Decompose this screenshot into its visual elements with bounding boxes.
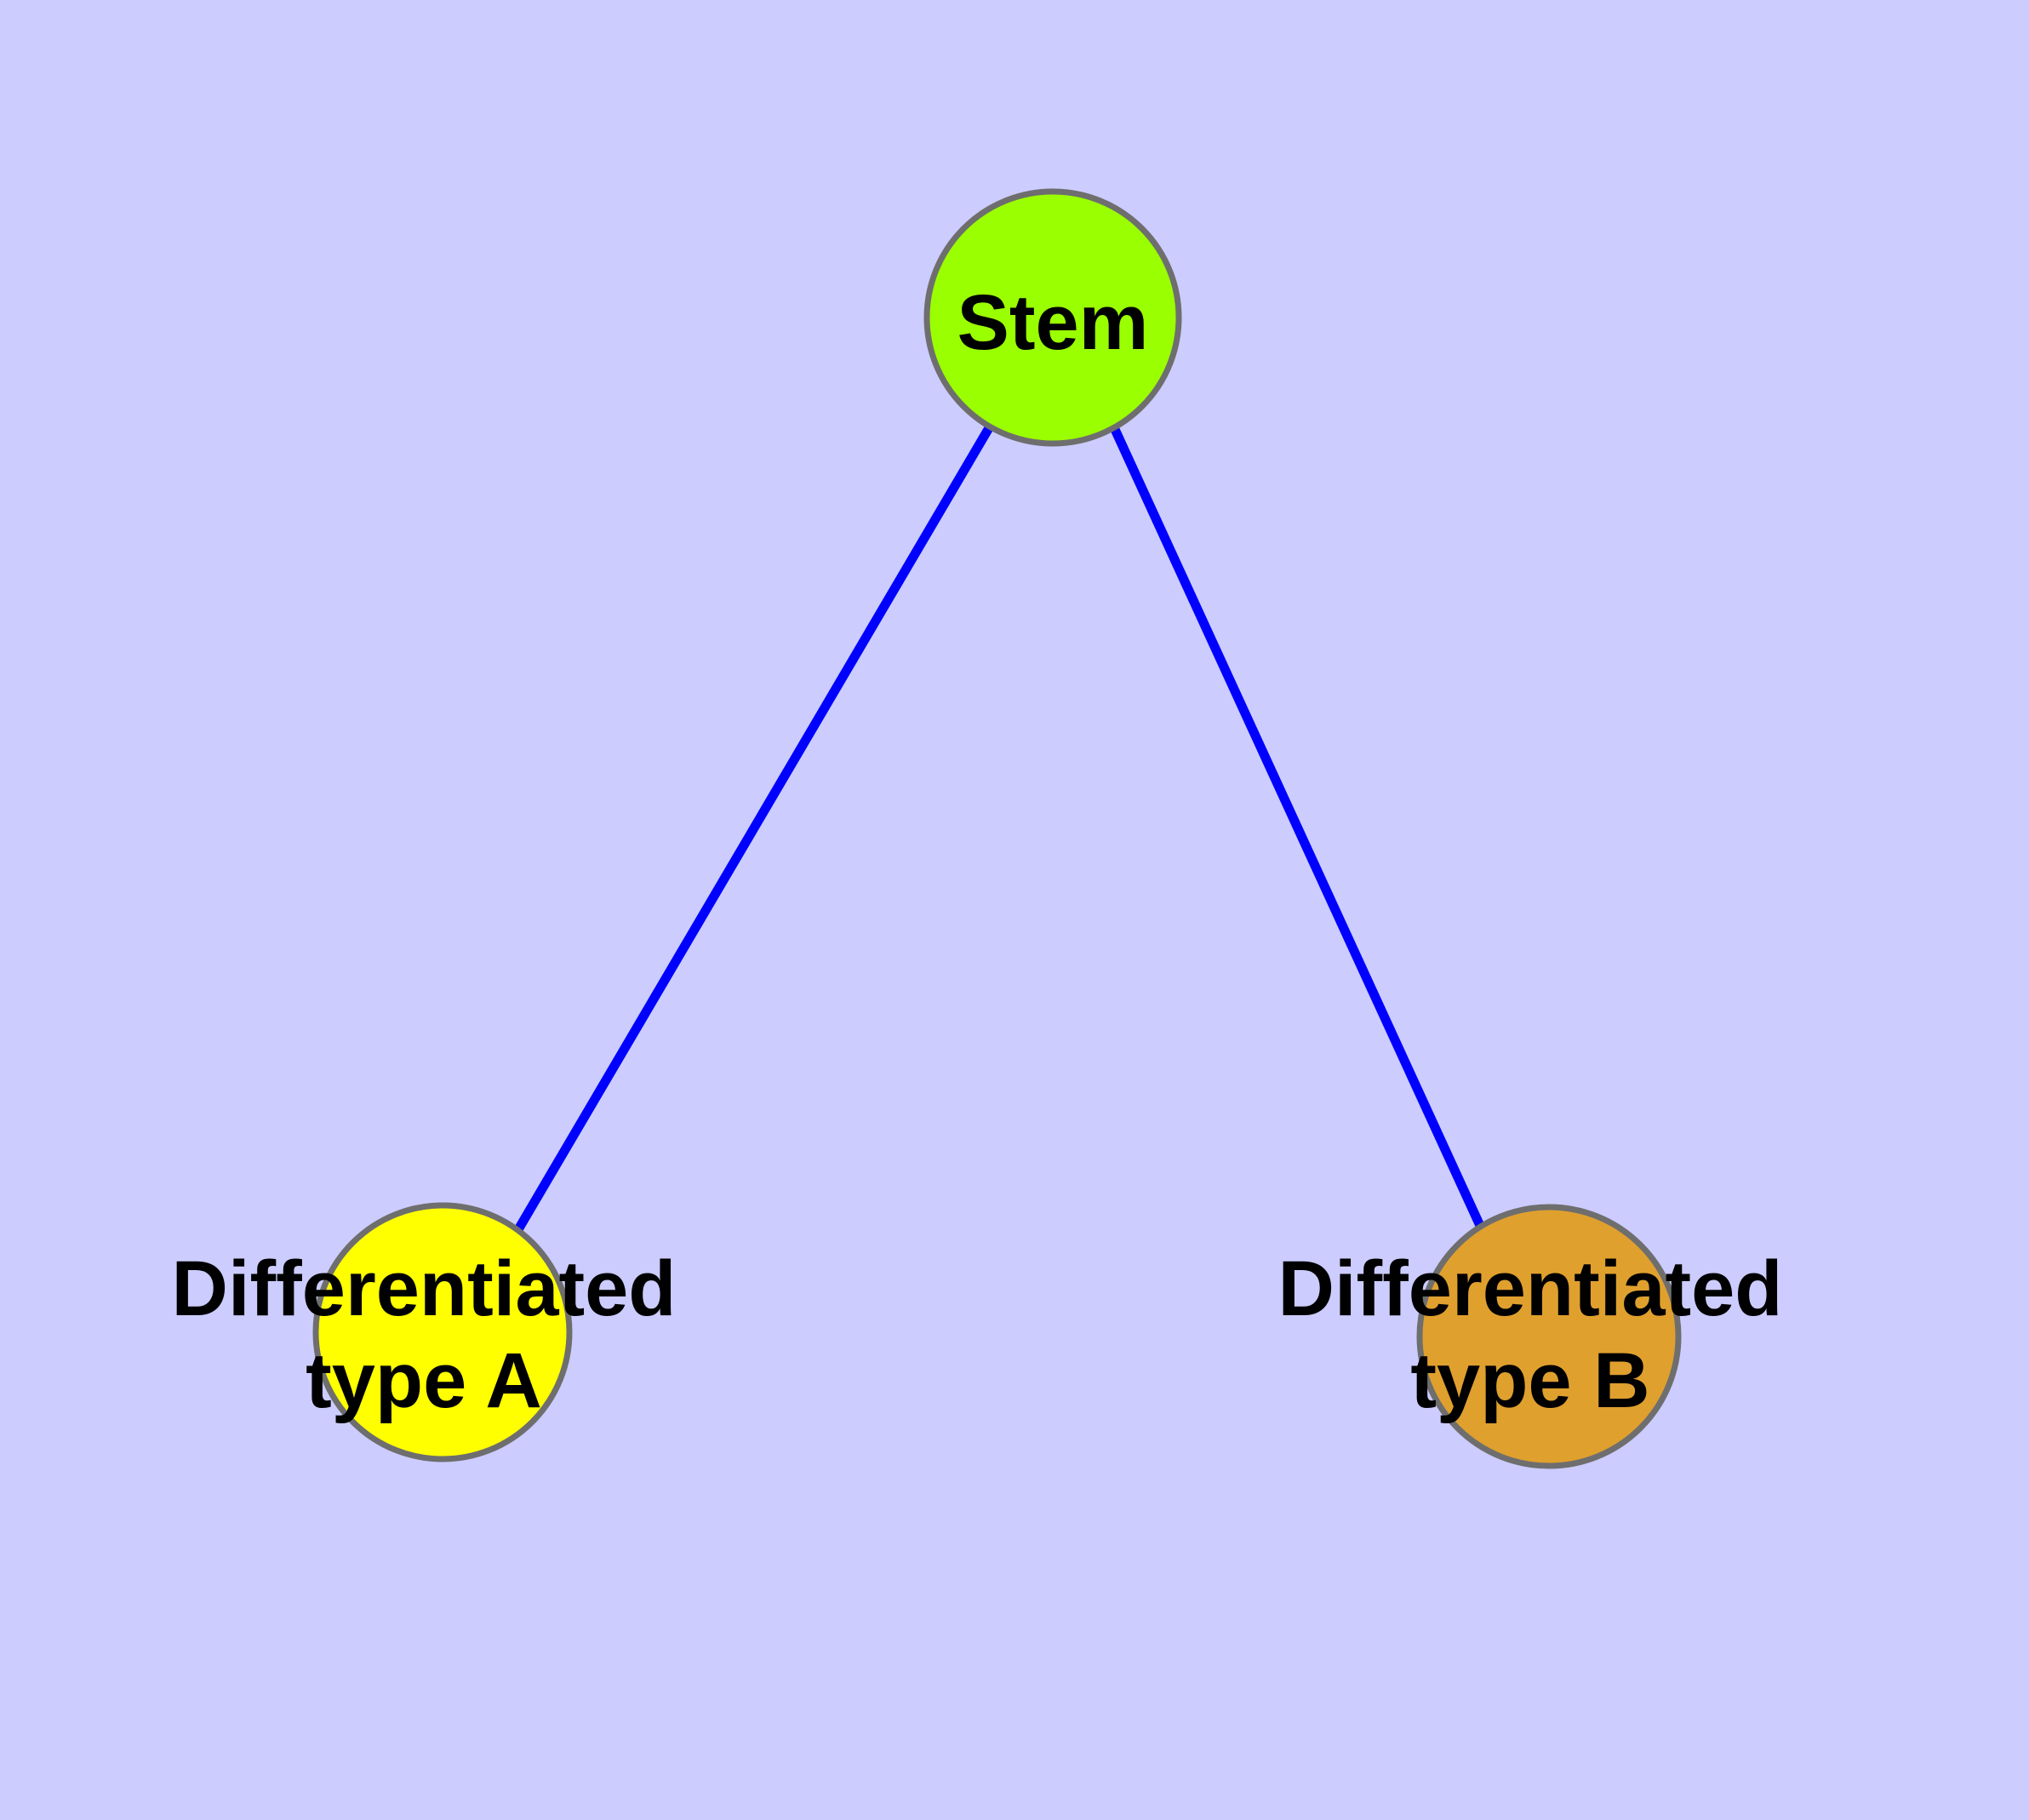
graph-node-label-line: type A xyxy=(306,1337,542,1424)
graph-node-diff_b[interactable] xyxy=(1416,1204,1682,1469)
graph-node-stem[interactable] xyxy=(923,188,1182,447)
nodes-layer xyxy=(312,188,1682,1469)
graph-node-label-stem: Stem xyxy=(957,279,1149,366)
graph-edge-stem-to-diff-a[interactable] xyxy=(513,424,994,1233)
edges-layer xyxy=(513,423,1485,1233)
graph-node-label-line: Differentiated xyxy=(172,1245,677,1332)
graph-node-label-line: Stem xyxy=(957,279,1149,366)
graph-node-label-line: type B xyxy=(1410,1337,1649,1424)
graph-node-label-line: Differentiated xyxy=(1278,1245,1783,1332)
graph-edge-stem-to-diff-b[interactable] xyxy=(1109,423,1485,1230)
graph-node-diff_a[interactable] xyxy=(312,1202,573,1462)
